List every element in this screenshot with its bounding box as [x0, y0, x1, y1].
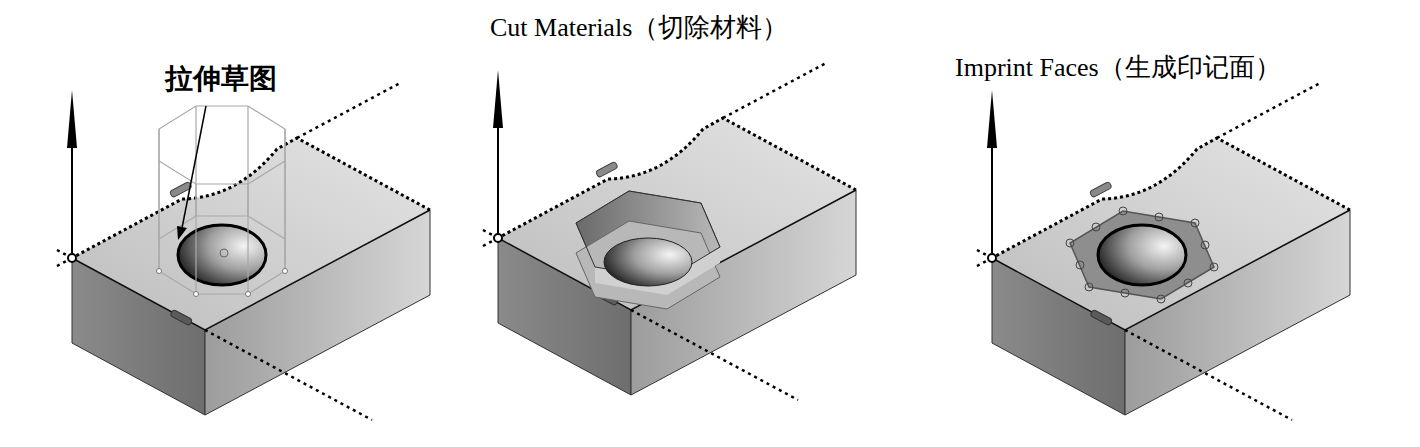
panel-extrude-sketch	[57, 82, 430, 420]
base-block	[57, 82, 430, 420]
leader-line	[182, 106, 206, 228]
panel-caption: Cut Materials（切除材料）	[490, 12, 788, 43]
hole	[1098, 225, 1186, 285]
imprint-face	[1070, 211, 1214, 299]
panel-cut-materials	[483, 62, 856, 400]
base-block	[977, 82, 1350, 420]
panel-caption: 拉伸草图	[165, 62, 277, 96]
octagon-sketch-wireframe	[159, 106, 285, 294]
vertex-markers	[1066, 207, 1218, 303]
hex-pocket-floor	[576, 221, 720, 309]
base-block	[483, 62, 856, 400]
hole	[604, 238, 692, 286]
center-mark	[220, 249, 228, 257]
hole	[178, 225, 266, 285]
panel-imprint-faces	[977, 82, 1350, 420]
leader-arrowhead	[177, 226, 187, 240]
panel-caption: Imprint Faces（生成印记面）	[955, 52, 1281, 83]
sketch-points	[157, 269, 288, 297]
